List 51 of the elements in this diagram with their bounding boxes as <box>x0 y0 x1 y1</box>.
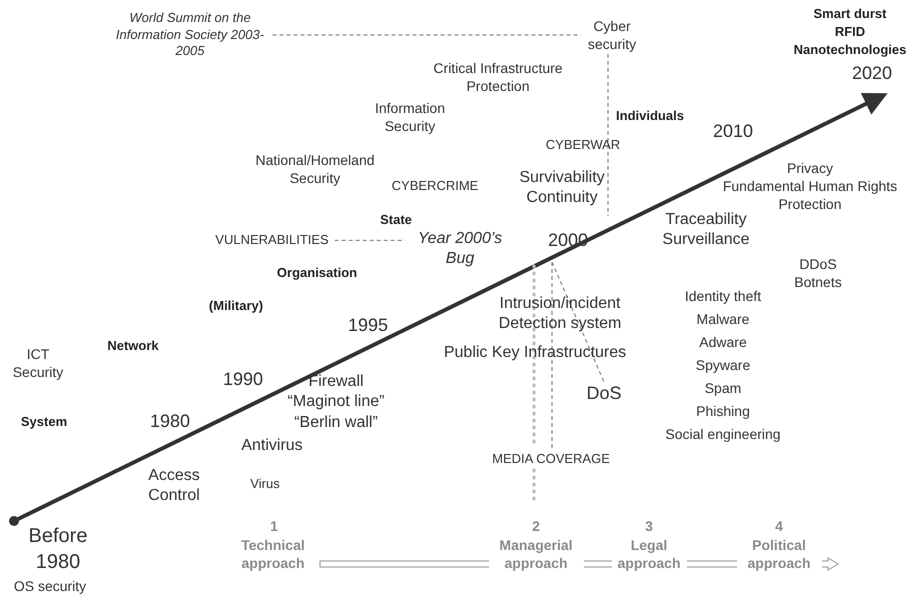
year-label: 2020 <box>852 62 892 85</box>
topic-label: Social engineering <box>665 426 781 444</box>
approach-label: Managerial approach <box>488 537 584 573</box>
topic-label: CYBERWAR <box>546 137 620 154</box>
topic-label: National/Homeland Security <box>254 152 376 188</box>
topic-label: Spam <box>704 380 742 398</box>
event-label: World Summit on the Information Society 2003-2005 <box>108 10 272 60</box>
topic-label: ICT Security <box>12 346 64 382</box>
leader-line <box>334 240 406 241</box>
year-label: 1995 <box>348 314 388 337</box>
topic-label: Privacy <box>787 160 833 178</box>
topic-label: VULNERABILITIES <box>215 232 329 249</box>
year-label: Before 1980 <box>28 524 88 575</box>
topic-label: MEDIA COVERAGE <box>492 451 610 468</box>
leader-line <box>552 262 604 382</box>
topic-label: DDoS Botnets <box>793 256 843 292</box>
topic-label: Phishing <box>696 403 750 421</box>
topic-label: Access Control <box>147 466 201 506</box>
category-label: Smart durst <box>814 6 886 23</box>
leader-line <box>272 34 582 36</box>
topic-label: Virus <box>250 476 280 493</box>
category-label: RFID <box>834 24 866 41</box>
category-label: (Military) <box>208 298 264 315</box>
category-label: System <box>20 414 68 431</box>
topic-label: DoS <box>586 382 622 406</box>
topic-label: Survivability Continuity <box>518 168 606 208</box>
topic-label: Antivirus <box>241 436 303 456</box>
topic-label: CYBERCRIME <box>392 178 478 195</box>
topic-label: Critical Infrastructure Protection <box>432 60 564 96</box>
topic-label: Fundamental Human Rights Protection <box>722 178 898 212</box>
topic-label: Spyware <box>696 357 750 375</box>
approach-label: Legal approach <box>612 537 686 573</box>
topic-label: Malware <box>696 311 750 329</box>
category-label: Network <box>107 338 159 355</box>
topic-label: Information Security <box>374 100 446 136</box>
topic-label: Traceability Surveillance <box>661 210 751 250</box>
category-label: Individuals <box>616 108 684 125</box>
year-label: 1980 <box>150 410 190 433</box>
topic-label: Cyber security <box>581 18 643 54</box>
topic-label: Public Key Infrastructures <box>444 343 626 363</box>
year-label: 1990 <box>222 368 264 391</box>
year-label: 2010 <box>712 120 754 143</box>
topic-label: OS security <box>14 578 86 596</box>
category-label: Nanotechnologies <box>794 42 906 59</box>
approach-label: Political approach <box>736 537 822 573</box>
category-label: Organisation <box>276 265 358 282</box>
event-label: Year 2000’s Bug <box>405 229 515 270</box>
topic-label: Identity theft <box>684 288 762 306</box>
topic-label: Adware <box>699 334 747 352</box>
topic-label: Firewall “Maginot line” “Berlin wall” <box>286 372 386 433</box>
category-label: State <box>380 212 412 229</box>
